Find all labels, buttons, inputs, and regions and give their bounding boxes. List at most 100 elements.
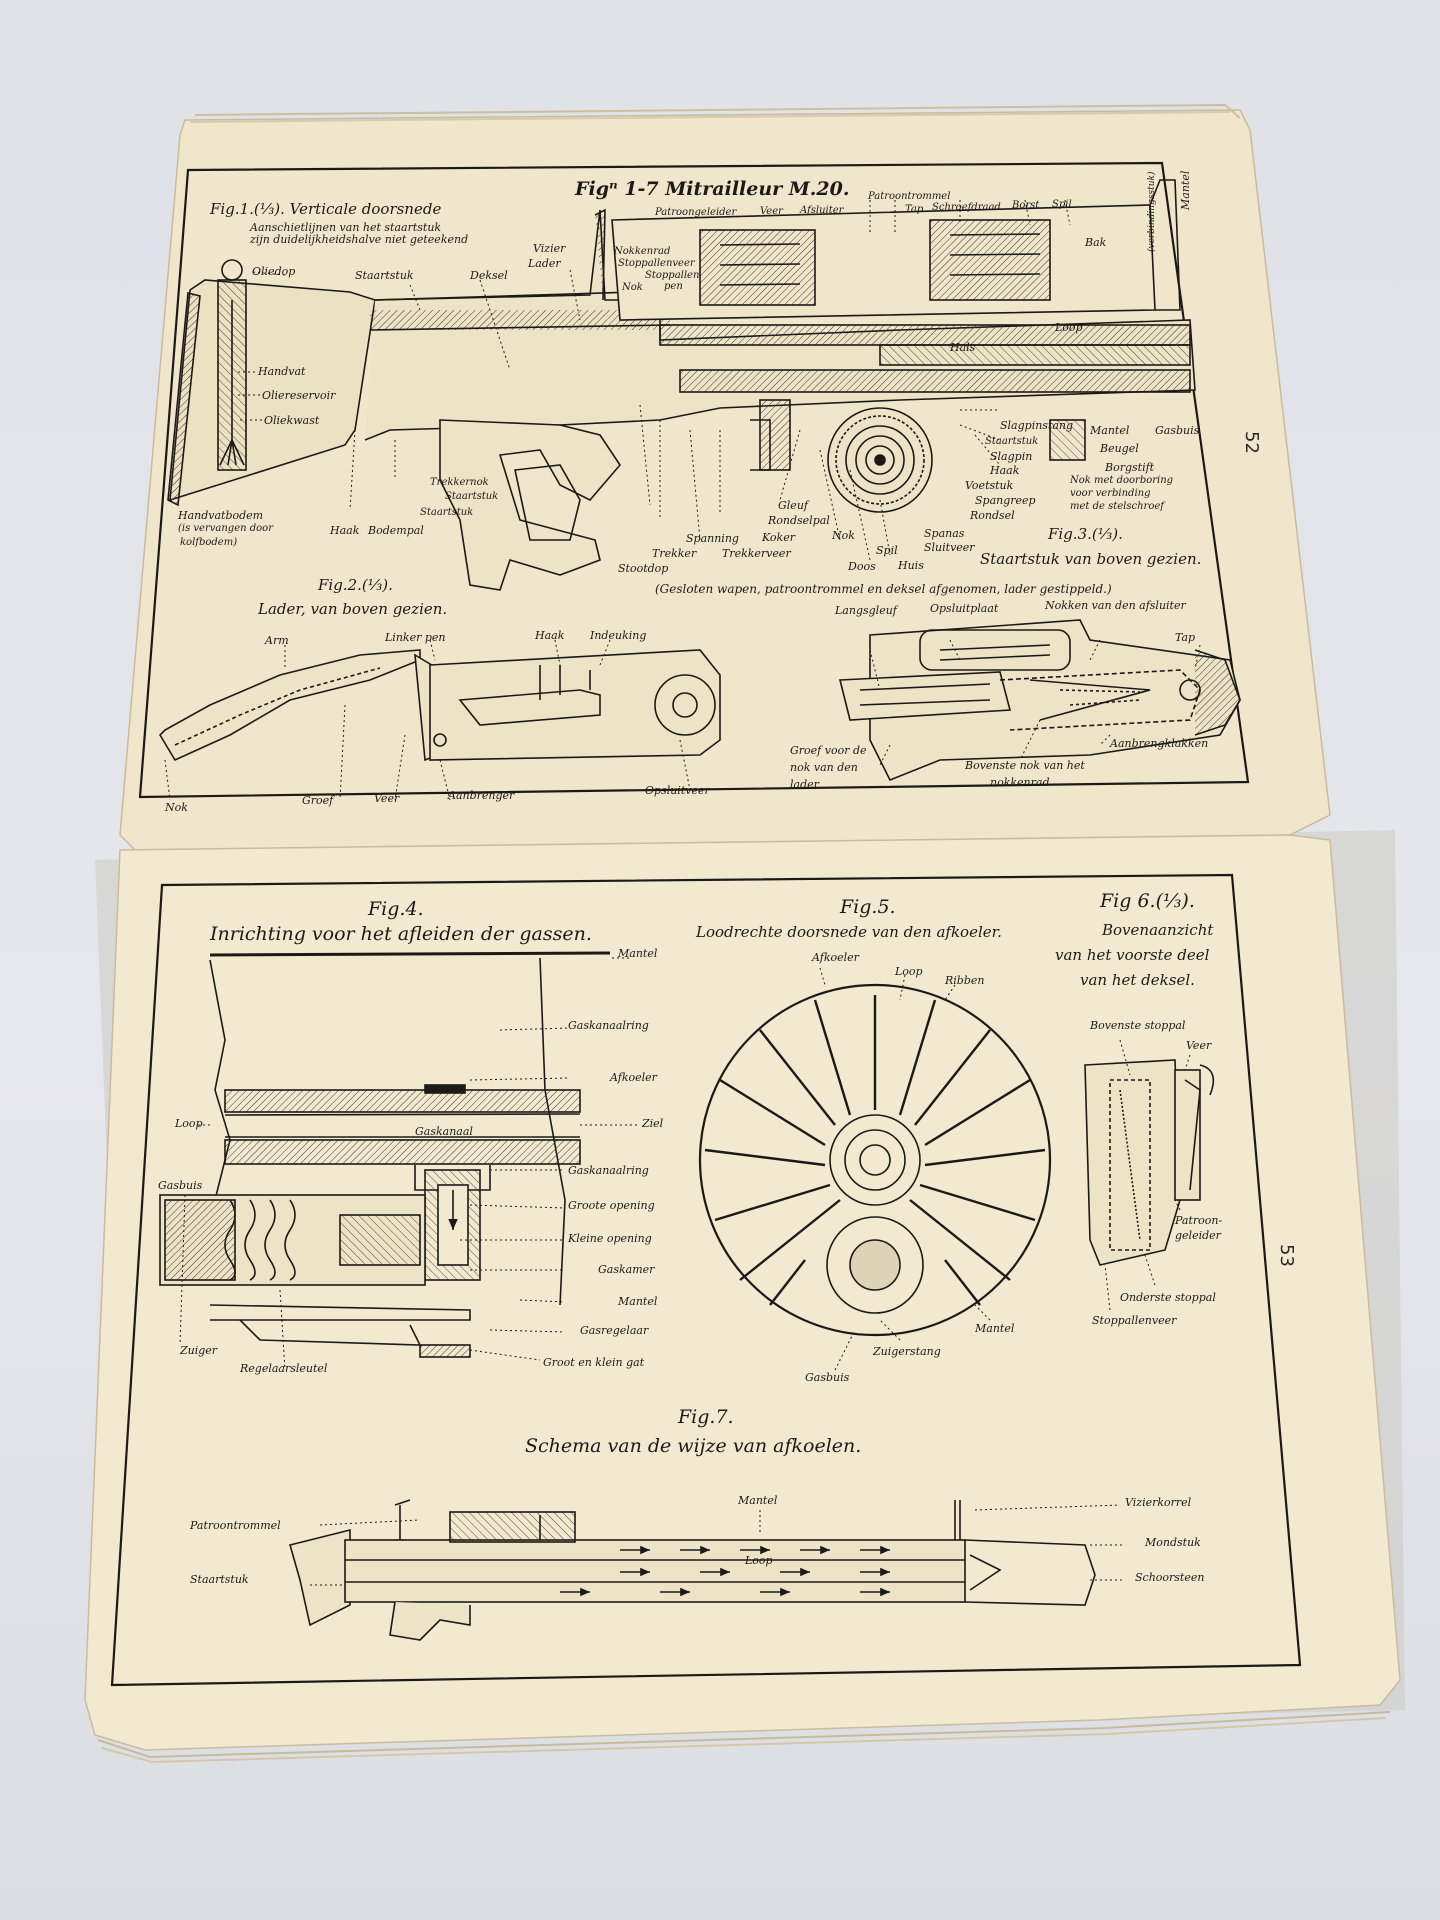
label-spangreep: Spangreep bbox=[975, 494, 1036, 507]
label-staartstuk4: Staartstuk bbox=[985, 436, 1039, 447]
label-oliereservoir: Oliereservoir bbox=[262, 389, 336, 402]
bottom-page-frame bbox=[110, 873, 1302, 1687]
fig4-label-groote-opening: Groote opening bbox=[568, 1199, 655, 1212]
fig4-subtitle: Inrichting voor het afleiden der gassen. bbox=[210, 923, 592, 945]
fig4-label-loop: Loop bbox=[175, 1117, 203, 1130]
label-spanning: Spanning bbox=[686, 532, 739, 545]
label-nokkenrad: Nokkenrad bbox=[614, 246, 671, 257]
fig3-label-aanbrengklakken: Aanbrengklakken bbox=[1110, 737, 1209, 750]
label-nok: Nok bbox=[832, 529, 855, 542]
fig3-drawing bbox=[838, 619, 1241, 782]
fig3-note: (Gesloten wapen, patroontrommel en dekse… bbox=[655, 582, 1112, 596]
fig2-label-haak: Haak bbox=[535, 629, 565, 642]
fig4-label-gaskanaalring2: Gaskanaalring bbox=[568, 1164, 649, 1177]
fig3-label-tap: Tap bbox=[1175, 631, 1196, 644]
label-schroefdraad: Schroefdraad bbox=[932, 202, 1001, 213]
fig5-label-mantel: Mantel bbox=[975, 1322, 1015, 1335]
fig4-label-afkoeler: Afkoeler bbox=[610, 1071, 657, 1084]
fig6-label-stoppallenveer: Stoppallenveer bbox=[1092, 1314, 1177, 1327]
fig3-subtitle: Staartstuk van boven gezien. bbox=[980, 550, 1202, 568]
fig5-subtitle: Loodrechte doorsnede van den afkoeler. bbox=[696, 923, 1002, 941]
label-borst: Borst bbox=[1012, 200, 1040, 211]
label-pen: pen bbox=[664, 281, 683, 292]
fig3-caption: Fig.3.(⅓). bbox=[1048, 525, 1123, 543]
fig3-label-opsluitplaat: Opsluitplaat bbox=[930, 602, 999, 615]
label-mantel-side: Mantel bbox=[1179, 170, 1192, 210]
label-beugel: Beugel bbox=[1100, 442, 1139, 455]
label-spil2: Spil bbox=[1052, 199, 1072, 210]
fig6-caption: Fig 6.(⅓). bbox=[1100, 890, 1195, 912]
label-handvatbodem: Handvatbodem bbox=[178, 509, 264, 522]
bottom-page bbox=[84, 834, 1401, 1751]
label-trekker: Trekker bbox=[652, 547, 697, 560]
label-afsluiter: Afsluiter bbox=[800, 205, 844, 216]
fig6-label-patroongeleider2: geleider bbox=[1175, 1229, 1221, 1242]
fig4-label-zuiger: Zuiger bbox=[180, 1344, 218, 1357]
label-handvat-note2: kolfbodem) bbox=[180, 537, 238, 548]
label-handvat-note1: (is vervangen door bbox=[178, 523, 273, 534]
page-number-53: 53 bbox=[1275, 1244, 1297, 1267]
label-voetstuk: Voetstuk bbox=[965, 479, 1014, 492]
fig3-label-bovenste2: nokkenrad bbox=[990, 776, 1050, 789]
fig7-label-mantel: Mantel bbox=[738, 1494, 778, 1507]
label-oliedop: Oliedop bbox=[252, 265, 296, 278]
label-vizier: Vizier bbox=[533, 242, 566, 255]
fig4-drawing bbox=[159, 951, 640, 1371]
label-nok-note2: voor verbinding bbox=[1070, 488, 1151, 499]
fig4-label-regelaarsleutel: Regelaarsleutel bbox=[240, 1362, 328, 1375]
label-haak2: Haak bbox=[990, 464, 1020, 477]
label-doos: Doos bbox=[848, 560, 876, 573]
fig7-label-staartstuk: Staartstuk bbox=[190, 1573, 249, 1586]
fig5-drawing bbox=[698, 967, 1052, 1371]
fig4-label-gaskanaal: Gaskanaal bbox=[415, 1125, 473, 1138]
label-gleuf: Gleuf bbox=[778, 499, 808, 512]
label-spanas: Spanas bbox=[924, 527, 965, 540]
fig3-label-langsgleuf: Langsgleuf bbox=[835, 604, 897, 617]
fig2-label-arm: Arm bbox=[265, 634, 289, 647]
fig7-caption: Fig.7. bbox=[678, 1406, 734, 1428]
fig5-caption: Fig.5. bbox=[840, 896, 896, 918]
label-hals: Hals bbox=[950, 341, 976, 354]
label-rondsel: Rondsel bbox=[970, 509, 1015, 522]
label-veer: Veer bbox=[760, 206, 783, 217]
label-gasbuis: Gasbuis bbox=[1155, 424, 1200, 437]
label-slagpinstang: Slagpinstang bbox=[1000, 419, 1074, 432]
fig1-note-line1: Aanschietlijnen van het staartstuk bbox=[250, 221, 442, 234]
fig6-subtitle1: Bovenaanzicht bbox=[1102, 921, 1214, 939]
fig2-caption: Fig.2.(⅓). bbox=[318, 576, 393, 594]
fig1-note-line2: zijn duidelijkheidshalve niet geteekend bbox=[250, 233, 469, 246]
label-bodempal: Bodempal bbox=[368, 524, 424, 537]
fig4-label-gaskamer: Gaskamer bbox=[598, 1263, 655, 1276]
fig2-drawing bbox=[158, 639, 721, 801]
fig1-drawing bbox=[167, 179, 1196, 591]
label-slagpin: Slagpin bbox=[990, 450, 1033, 463]
fig7-label-patroontrommel: Patroontrommel bbox=[190, 1519, 281, 1532]
label-spil: Spil bbox=[876, 544, 898, 557]
label-haak: Haak bbox=[330, 524, 360, 537]
label-huis: Huis bbox=[898, 559, 924, 572]
label-staartstuk2: Staartstuk bbox=[445, 491, 499, 502]
label-stootdop: Stootdop bbox=[618, 562, 669, 575]
fig7-label-vizierkorrel: Vizierkorrel bbox=[1125, 1496, 1192, 1509]
fig3-label-groef1: Groef voor de bbox=[790, 744, 867, 757]
label-borgstift: Borgstift bbox=[1105, 461, 1155, 474]
label-bak: Bak bbox=[1085, 236, 1107, 249]
fig5-label-ribben: Ribben bbox=[945, 974, 985, 987]
label-stoppallen: Stoppallen bbox=[645, 270, 700, 281]
fig4-label-gasbuis: Gasbuis bbox=[158, 1179, 203, 1192]
fig7-label-mondstuk: Mondstuk bbox=[1145, 1536, 1201, 1549]
fig4-label-mantel: Mantel bbox=[618, 947, 658, 960]
fig6-label-patroongeleider1: Patroon- bbox=[1175, 1214, 1223, 1227]
label-nok-note1: Nok met doorboring bbox=[1070, 475, 1174, 486]
fig7-label-loop: Loop bbox=[745, 1554, 773, 1567]
top-page-frame bbox=[138, 161, 1250, 799]
fig1-7-title: Figⁿ 1-7 Mitrailleur M.20. bbox=[575, 178, 850, 200]
fig7-drawing bbox=[289, 1499, 1125, 1641]
page-number-52: 52 bbox=[1240, 431, 1262, 454]
label-koker: Koker bbox=[762, 531, 795, 544]
fig4-label-gasregelaar: Gasregelaar bbox=[580, 1324, 649, 1337]
fig4-label-groot-klein-gat: Groot en klein gat bbox=[543, 1356, 645, 1369]
fig7-subtitle: Schema van de wijze van afkoelen. bbox=[525, 1435, 862, 1457]
fig2-label-indeuking: Indeuking bbox=[590, 629, 647, 642]
fig2-label-nok: Nok bbox=[165, 801, 188, 814]
